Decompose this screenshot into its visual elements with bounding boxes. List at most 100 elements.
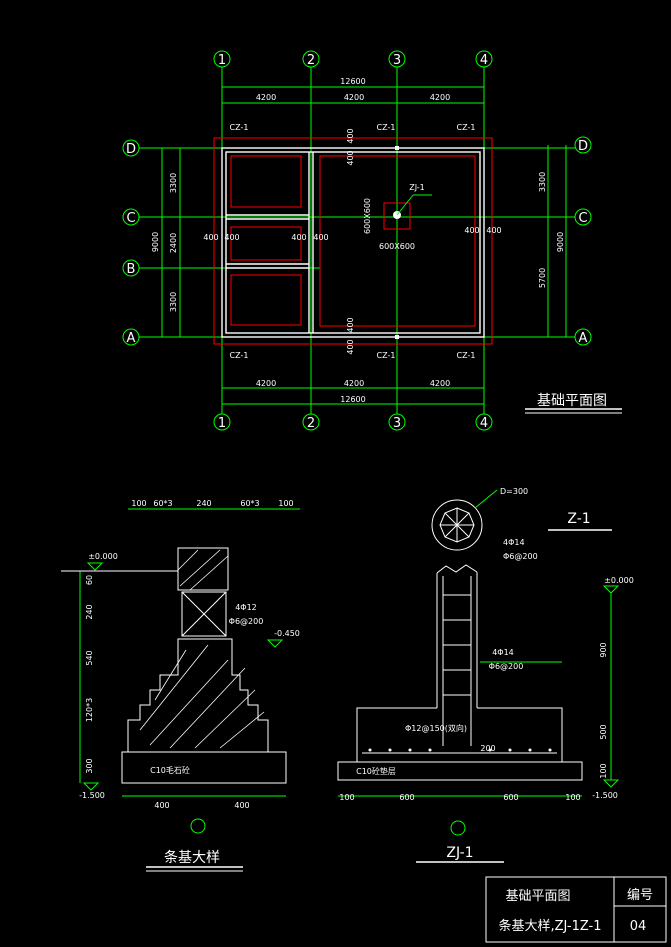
axis-label: 2 xyxy=(307,416,315,431)
axis-label: A xyxy=(127,331,136,346)
elevation-triangle xyxy=(602,779,620,788)
hatch xyxy=(179,549,221,587)
outer-wall xyxy=(221,147,485,338)
hatch xyxy=(177,549,199,571)
rebar-dot xyxy=(528,748,532,752)
zj1-title: ZJ-1 xyxy=(446,845,473,861)
elevation-triangle xyxy=(86,562,104,571)
dim-text: 400 xyxy=(234,801,249,810)
dim-text: 12600 xyxy=(340,395,365,404)
title-block xyxy=(485,876,667,943)
dim-text: 900 xyxy=(599,642,608,657)
wall-section xyxy=(177,547,229,591)
leader-line xyxy=(396,194,414,216)
axis-label: 1 xyxy=(218,53,226,68)
plan-title: 基础平面图 xyxy=(537,392,607,409)
elevation-markers xyxy=(82,562,620,791)
axis-label: 4 xyxy=(480,416,488,431)
elevation-triangle xyxy=(266,639,284,648)
axis-label: 3 xyxy=(393,416,401,431)
cz-label: CZ-1 xyxy=(230,123,249,132)
cz-label: CZ-1 xyxy=(377,351,396,360)
column-circle xyxy=(431,499,483,551)
rebar-dot xyxy=(388,748,392,752)
break-line xyxy=(436,564,478,574)
dim-text: 400 xyxy=(346,128,355,143)
dim-text: 12600 xyxy=(340,77,365,86)
drawing-name-line2: 条基大样,ZJ-1Z-1 xyxy=(498,918,601,934)
dim-text: 200 xyxy=(480,744,495,753)
zj-footing-outline xyxy=(383,202,411,230)
z1-labels: D=300 4Φ14 Φ6@200 xyxy=(500,487,538,561)
axis-label: C xyxy=(126,211,135,226)
z1-section xyxy=(431,499,483,551)
dim-text: 600X600 xyxy=(363,198,372,234)
outer-wall-inner xyxy=(225,151,481,334)
dim-text: 4200 xyxy=(344,93,364,102)
elevation-triangle xyxy=(602,585,620,594)
axis-label: C xyxy=(578,211,587,226)
dim-text: 400 xyxy=(464,226,479,235)
cushion-label: C10毛石砼 xyxy=(150,765,190,775)
dim-text: 240 xyxy=(85,604,94,619)
strip-title: 条基大样 xyxy=(164,849,220,866)
room-outline xyxy=(230,274,302,326)
dim-text: 100 xyxy=(565,793,580,802)
hatch xyxy=(219,711,265,749)
dim-text: 240 xyxy=(196,499,211,508)
dim-text: 3300 xyxy=(169,173,178,193)
dim-text: 600X600 xyxy=(379,242,415,251)
zj-rebar-dots xyxy=(368,748,552,752)
rebar-dot xyxy=(408,748,412,752)
title-block-text: 基础平面图 条基大样,ZJ-1Z-1 编号 04 xyxy=(498,888,653,934)
dim-text: 400 xyxy=(291,233,306,242)
dim-text: 5700 xyxy=(538,268,547,288)
rebar-label: Φ6@200 xyxy=(503,552,538,561)
dim-text: 100 xyxy=(131,499,146,508)
rebar-label: 4Φ12 xyxy=(235,603,257,612)
rebar-line xyxy=(444,512,470,538)
ring-beam-cross xyxy=(181,591,227,637)
detail-bubble xyxy=(450,820,466,836)
elevation-triangle xyxy=(82,782,100,791)
dim-text: 100 xyxy=(278,499,293,508)
strip-section xyxy=(61,547,287,784)
hatch xyxy=(154,649,187,701)
dim-text: 400 xyxy=(203,233,218,242)
dim-text: 400 xyxy=(346,339,355,354)
strip-hatch xyxy=(139,549,265,749)
rebar-label: Φ6@200 xyxy=(229,617,264,626)
dim-text: 300 xyxy=(85,758,94,773)
room-outline xyxy=(319,155,476,327)
dim-text: 2400 xyxy=(169,233,178,253)
ring-beam xyxy=(181,591,227,637)
axis-label: A xyxy=(579,331,588,346)
dim-text: 400 xyxy=(313,233,328,242)
diameter-label: D=300 xyxy=(500,487,528,496)
hatch xyxy=(139,644,209,731)
dim-text: 400 xyxy=(486,226,501,235)
plan-dims: 12600 4200 4200 4200 4200 4200 4200 1260… xyxy=(151,77,565,404)
z1-title: Z-1 xyxy=(567,511,590,527)
room-outline xyxy=(230,155,302,208)
dim-text: 4200 xyxy=(256,93,276,102)
dim-text: 400 xyxy=(154,801,169,810)
dim-text: 60 xyxy=(85,575,94,585)
dim-text: 3300 xyxy=(538,172,547,192)
cushion-layer xyxy=(121,751,287,784)
number-label: 编号 xyxy=(627,888,653,903)
cz-label: CZ-1 xyxy=(457,351,476,360)
axis-label: 1 xyxy=(218,416,226,431)
zj-label: ZJ-1 xyxy=(409,183,425,192)
rebar-dot xyxy=(548,748,552,752)
elevation-label: -1.500 xyxy=(79,791,105,800)
dim-text: 600 xyxy=(399,793,414,802)
dim-text: 120*3 xyxy=(85,698,94,722)
hatch xyxy=(149,659,229,746)
footing-outline xyxy=(213,137,493,345)
strip-detail xyxy=(79,508,300,834)
elevation-label: ±0.000 xyxy=(604,576,634,585)
dim-text: 600 xyxy=(503,793,518,802)
plan-red-outlines xyxy=(213,137,493,345)
